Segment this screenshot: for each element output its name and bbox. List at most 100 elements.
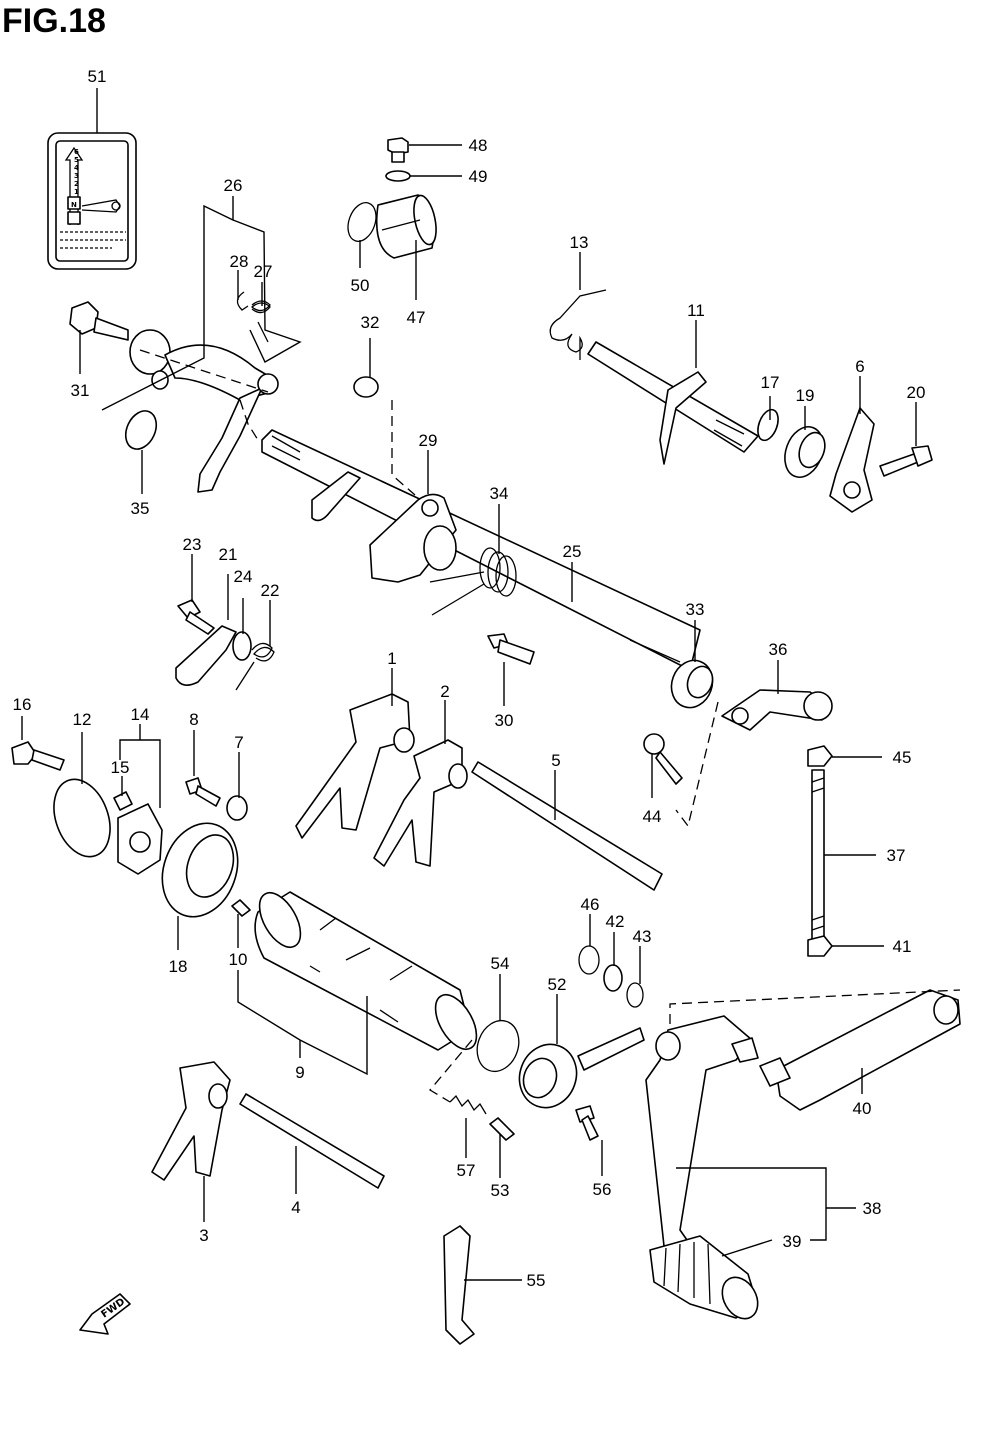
callout-24: 24 <box>234 567 253 586</box>
part-36-gearshift-lever <box>721 689 833 731</box>
callout-3: 3 <box>199 1226 208 1245</box>
part-19-bearing <box>784 426 826 478</box>
callout-29: 29 <box>419 431 438 450</box>
callout-54: 54 <box>491 954 510 973</box>
callout-44: 44 <box>643 807 662 826</box>
part-39-pedal-rubber <box>649 1235 759 1320</box>
callout-57: 57 <box>457 1161 476 1180</box>
callout-47: 47 <box>407 308 426 327</box>
part-43-o-ring <box>626 982 644 1008</box>
callout-17: 17 <box>761 373 780 392</box>
part-16-bolt <box>11 741 65 771</box>
part-4-fork-shaft <box>239 1093 385 1189</box>
figure-title: FIG.18 <box>2 2 106 40</box>
part-5-fork-shaft <box>471 761 663 891</box>
part-28-clip <box>236 291 249 311</box>
callout-32: 32 <box>361 313 380 332</box>
card-neutral: N <box>71 201 77 209</box>
card-gear-2: 2 <box>74 180 79 188</box>
callout-15: 15 <box>111 758 130 777</box>
callout-34: 34 <box>490 484 509 503</box>
card-gear-6: 6 <box>74 148 79 156</box>
card-gear-3: 3 <box>74 172 79 180</box>
callout-23: 23 <box>183 535 202 554</box>
part-56-screw <box>575 1105 599 1141</box>
part-48-plug-bolt <box>387 137 409 163</box>
callout-56: 56 <box>593 1180 612 1199</box>
callout-55: 55 <box>527 1271 546 1290</box>
part-32-collar <box>353 376 379 398</box>
callout-41: 41 <box>893 937 912 956</box>
callout-31: 31 <box>71 381 90 400</box>
callout-2: 2 <box>440 682 449 701</box>
callout-1: 1 <box>387 649 396 668</box>
part-17-washer <box>757 408 779 442</box>
part-34-return-spring <box>429 547 517 616</box>
part-12-cam-plate <box>53 778 111 858</box>
part-40-shift-lever-link <box>759 989 961 1111</box>
part-37-gearshift-rod <box>811 769 825 941</box>
callout-42: 42 <box>606 912 625 931</box>
part-57-spring <box>449 1094 487 1115</box>
part-15-pin <box>113 791 133 811</box>
callout-27: 27 <box>254 262 273 281</box>
callout-30: 30 <box>495 711 514 730</box>
card-gear-1: 1 <box>74 188 79 196</box>
callout-48: 48 <box>469 136 488 155</box>
assembly-lines <box>139 349 961 1103</box>
callout-53: 53 <box>491 1181 510 1200</box>
part-22-spring <box>235 642 275 691</box>
part-25-gearshift-shaft <box>261 429 701 671</box>
callout-14: 14 <box>131 705 150 724</box>
fwd-direction-icon: FWD <box>79 1293 131 1335</box>
part-20-bolt <box>879 445 933 477</box>
callout-26: 26 <box>224 176 243 195</box>
callout-35: 35 <box>131 499 150 518</box>
part-42-washer <box>603 964 623 992</box>
part-14-gearshift-cam <box>117 803 163 875</box>
part-18-bearing <box>161 822 239 918</box>
callout-10: 10 <box>229 950 248 969</box>
part-30-bolt <box>487 633 535 665</box>
callout-labels: 51 48 49 26 28 27 50 47 13 32 11 31 17 1… <box>13 67 926 1290</box>
part-46-o-ring <box>578 945 600 975</box>
part-27-spring <box>250 300 271 343</box>
part-9-gearshift-cam-drum <box>254 891 478 1051</box>
callout-16: 16 <box>13 695 32 714</box>
part-29-shift-arm <box>369 493 457 583</box>
callout-50: 50 <box>351 276 370 295</box>
callout-39: 39 <box>783 1232 802 1251</box>
part-38-gearshift-pedal <box>645 1015 759 1251</box>
card-gear-4: 4 <box>74 164 79 172</box>
part-52-gear-position-switch <box>518 1027 645 1109</box>
callout-20: 20 <box>907 383 926 402</box>
part-1-shift-fork <box>295 693 415 839</box>
part-47-shift-cam-stopper <box>375 194 437 259</box>
callout-11: 11 <box>687 301 705 320</box>
callout-8: 8 <box>189 710 198 729</box>
part-11-cam-driven-shaft <box>587 341 759 465</box>
callout-4: 4 <box>291 1198 300 1217</box>
callout-49: 49 <box>469 167 488 186</box>
part-35-washer <box>124 410 158 450</box>
part-54-o-ring <box>476 1019 520 1073</box>
part-3-shift-fork <box>151 1061 231 1181</box>
part-51-shift-pattern-card: 6 5 4 3 2 1 N <box>47 132 137 270</box>
part-53-pin <box>489 1117 515 1141</box>
callout-33: 33 <box>686 600 705 619</box>
callout-22: 22 <box>261 581 280 600</box>
callout-40: 40 <box>853 1099 872 1118</box>
part-33-bearing <box>670 659 714 709</box>
part-55-bracket <box>443 1225 475 1345</box>
card-gear-5: 5 <box>74 156 79 164</box>
callout-36: 36 <box>769 640 788 659</box>
callout-46: 46 <box>581 895 600 914</box>
callout-12: 12 <box>73 710 92 729</box>
part-7-washer <box>226 795 248 821</box>
part-8-screw <box>185 777 221 807</box>
callout-37: 37 <box>887 846 906 865</box>
callout-45: 45 <box>893 748 912 767</box>
part-13-spring <box>549 289 607 360</box>
part-6-cam-driven-gear <box>829 407 875 513</box>
